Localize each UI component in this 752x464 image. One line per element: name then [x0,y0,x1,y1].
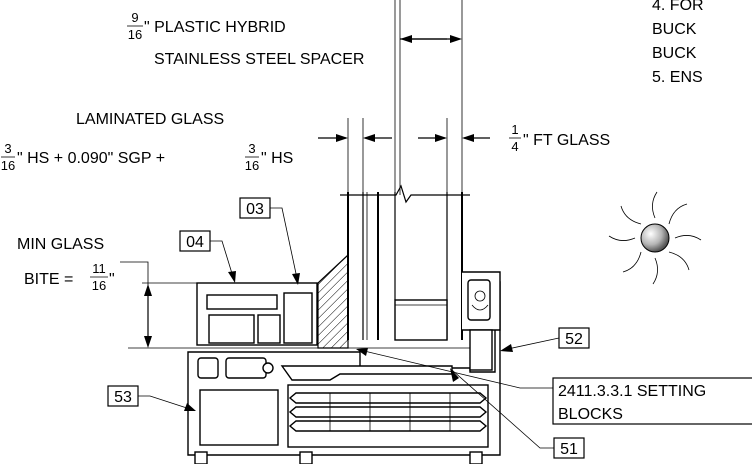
ft-glass-dimension: 1 4 " FT GLASS [418,118,610,195]
sun-icon [608,191,702,285]
tag-52: 52 [500,327,590,352]
tag-04: 04 [179,230,236,283]
note-line-1: 4. FOR [652,0,704,14]
setting-blocks-line-2: BLOCKS [558,406,623,423]
tag-04-label: 04 [186,234,204,251]
spacer-callout: 9 16 " PLASTIC HYBRID STAINLESS STEEL SP… [127,10,364,68]
laminated-glass-callout: LAMINATED GLASS 3 16 " HS + 0.090" SGP +… [1,111,294,173]
spacer-frac-num: 9 [131,10,138,25]
general-notes: 4. FOR BUCK BUCK 5. ENS [652,0,704,86]
setting-blocks-callout: 2411.3.3.1 SETTING BLOCKS [356,348,752,425]
min-glass-suffix: " [109,271,115,288]
tag-53: 53 [107,385,196,411]
min-glass-prefix: BITE = [24,271,73,288]
spacer-line-1: " PLASTIC HYBRID [144,19,286,36]
ft-frac-den: 4 [511,139,518,154]
spacer-frac-den: 16 [128,27,142,42]
lam-mid: " HS + 0.090" SGP + [17,150,165,167]
setting-blocks-line-1: 2411.3.3.1 SETTING [558,383,706,400]
ft-frac-num: 1 [511,122,518,137]
lam-frac1-num: 3 [4,141,11,156]
note-line-2: BUCK [652,21,697,38]
lam-end: " HS [261,150,293,167]
laminated-dimension [318,118,392,195]
min-glass-line-1: MIN GLASS [17,236,104,253]
tag-03-label: 03 [246,201,264,218]
tag-03: 03 [239,197,300,285]
spacer-dimension [394,0,463,195]
tag-52-label: 52 [565,331,583,348]
glass-assembly [340,184,470,341]
lam-frac1-den: 16 [1,158,15,173]
note-line-4: 5. ENS [652,69,703,86]
note-line-3: BUCK [652,45,697,62]
min-glass-frac-den: 16 [92,278,106,293]
lam-frac2-den: 16 [245,158,259,173]
min-glass-bite-callout: MIN GLASS BITE = 11 16 " [17,236,470,349]
ft-glass-label: " FT GLASS [523,132,610,149]
frame-profile [187,253,501,464]
min-glass-frac-num: 11 [92,261,106,276]
spacer-line-2: STAINLESS STEEL SPACER [154,51,364,68]
tag-51-label: 51 [560,441,578,458]
laminated-title: LAMINATED GLASS [76,111,224,128]
lam-frac2-num: 3 [248,141,255,156]
tag-53-label: 53 [114,389,132,406]
